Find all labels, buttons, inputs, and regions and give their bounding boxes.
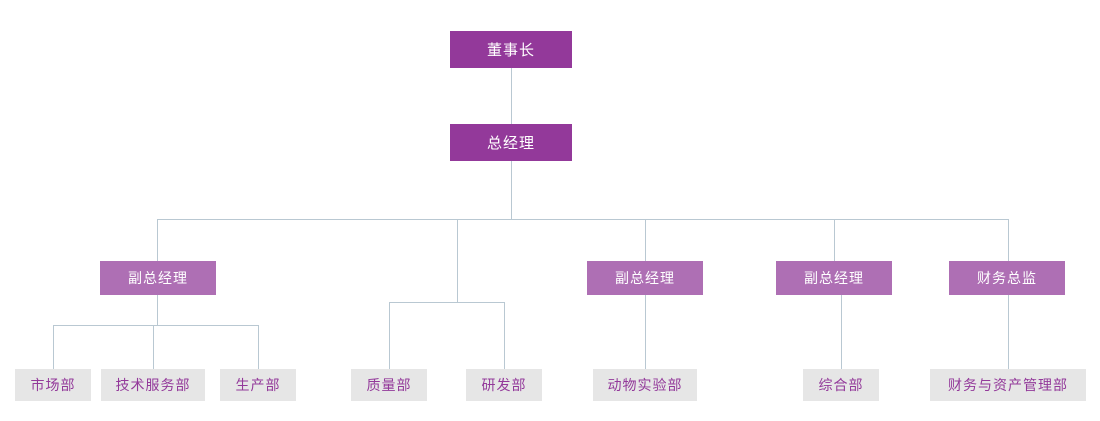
node-finance-director[interactable]: 财务总监 [949,261,1065,295]
connector-drop-deputy-3 [834,219,835,261]
node-deputy-gm-1[interactable]: 副总经理 [100,261,216,295]
connector-drop-midnode [457,219,458,302]
connector-chairman-to-gm [511,68,512,124]
node-chairman[interactable]: 董事长 [450,31,572,68]
node-marketing-dept-label: 市场部 [30,377,76,393]
connector-drop-deputy-2 [645,219,646,261]
connector-group1-bus [53,325,259,326]
node-chairman-label: 董事长 [486,42,535,59]
node-marketing-dept[interactable]: 市场部 [15,369,91,401]
node-rnd-dept-label: 研发部 [481,377,527,393]
connector-group2-drop-quality [389,302,390,369]
node-finance-director-label: 财务总监 [977,270,1037,286]
node-deputy-gm-2[interactable]: 副总经理 [587,261,703,295]
connector-drop-finance [1008,219,1009,261]
node-deputy-gm-3-label: 副总经理 [804,270,864,286]
node-rnd-dept[interactable]: 研发部 [466,369,542,401]
node-general-manager[interactable]: 总经理 [450,124,572,161]
node-deputy-gm-2-label: 副总经理 [615,270,675,286]
node-quality-dept[interactable]: 质量部 [351,369,427,401]
node-general-affairs-dept[interactable]: 综合部 [803,369,879,401]
node-animal-lab-dept[interactable]: 动物实验部 [593,369,697,401]
connector-group1-drop-tech-service [153,325,154,369]
node-production-dept[interactable]: 生产部 [220,369,296,401]
connector-finance-drop-asset-dept [1008,295,1009,369]
connector-group1-drop-marketing [53,325,54,369]
node-animal-lab-dept-label: 动物实验部 [607,377,683,393]
connector-drop-deputy-1 [157,219,158,261]
node-tech-service-dept-label: 技术服务部 [115,377,191,393]
connector-deputy-2-drop-animal-lab [645,295,646,369]
connector-deputy-3-drop-general-affairs [841,295,842,369]
node-tech-service-dept[interactable]: 技术服务部 [101,369,205,401]
node-finance-asset-dept[interactable]: 财务与资产管理部 [930,369,1086,401]
node-general-manager-label: 总经理 [486,135,535,152]
node-production-dept-label: 生产部 [235,377,281,393]
connector-deputy-1-stem [157,295,158,325]
node-finance-asset-dept-label: 财务与资产管理部 [948,377,1068,393]
node-quality-dept-label: 质量部 [366,377,412,393]
connector-gm-stem-down [511,161,512,219]
node-general-affairs-dept-label: 综合部 [818,377,864,393]
connector-group2-drop-rnd [504,302,505,369]
connector-group2-bus [389,302,505,303]
node-deputy-gm-1-label: 副总经理 [128,270,188,286]
node-deputy-gm-3[interactable]: 副总经理 [776,261,892,295]
connector-group1-drop-production [258,325,259,369]
connector-level3-bus [157,219,1009,220]
